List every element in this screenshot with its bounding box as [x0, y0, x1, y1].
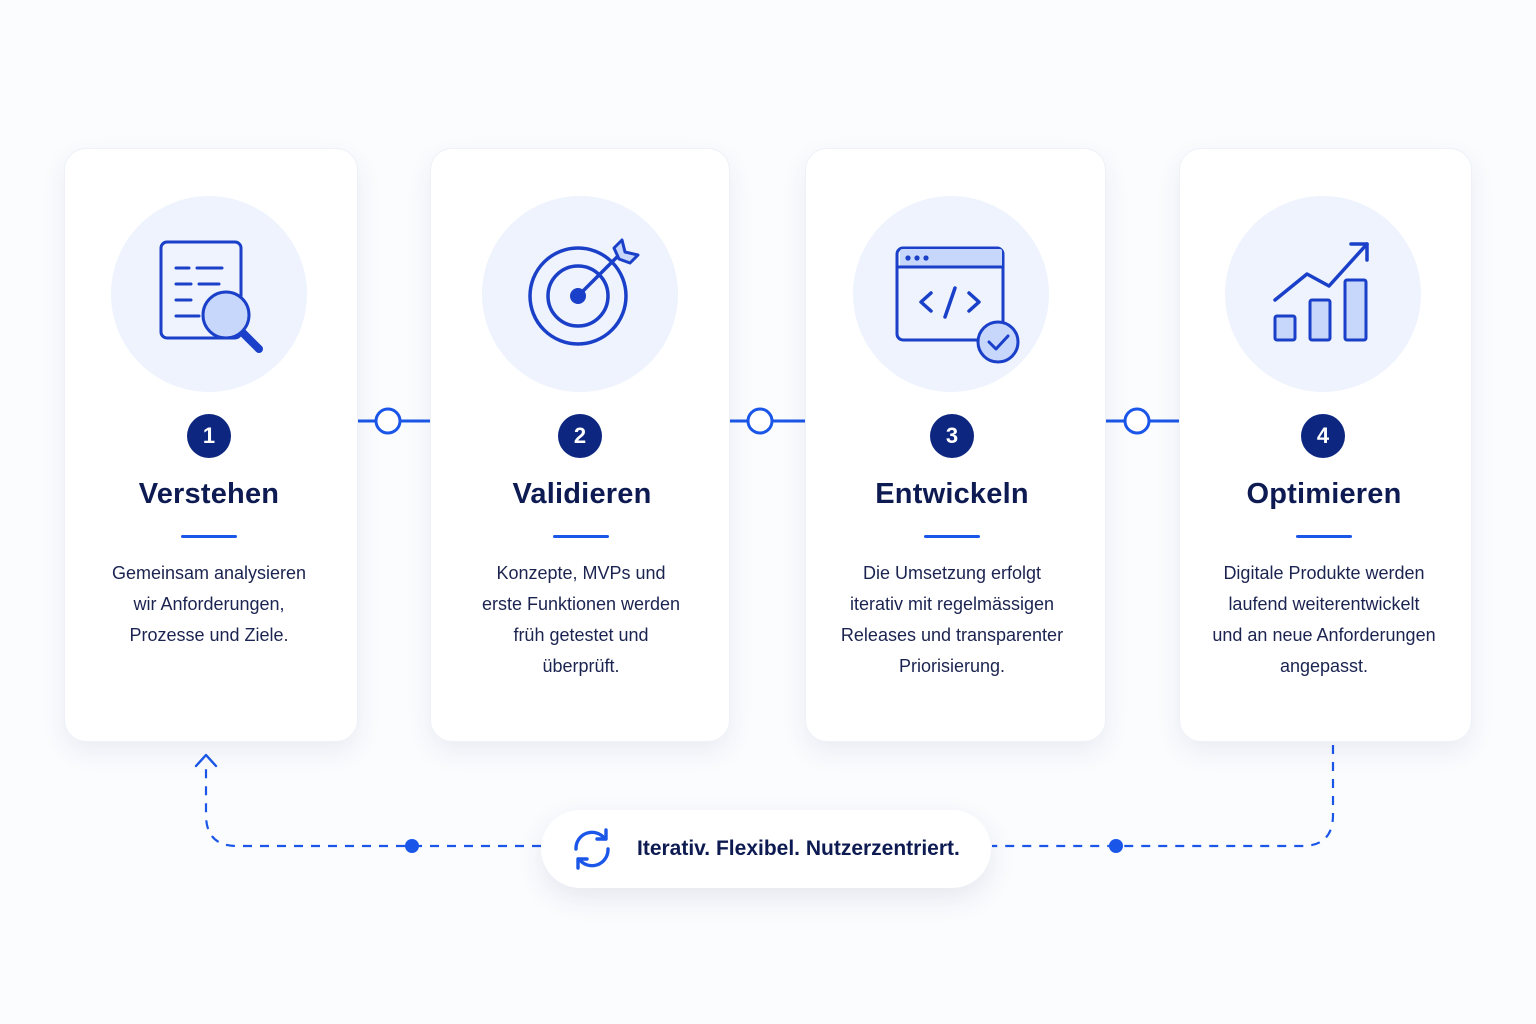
step-number: 2 — [558, 414, 602, 458]
step-description: Digitale Produkte werden laufend weitere… — [1184, 558, 1464, 682]
description-line: iterativ mit regelmässigen — [849, 594, 1055, 614]
step-description: Konzepte, MVPs und erste Funktionen werd… — [441, 558, 721, 682]
document-search-icon — [159, 240, 263, 353]
refresh-cycle-icon — [574, 828, 610, 870]
title-underline — [1296, 535, 1352, 538]
growth-chart-icon — [1273, 242, 1369, 342]
title-underline — [924, 535, 980, 538]
description-line: Releases und transparenter — [840, 625, 1064, 645]
step-number: 3 — [930, 414, 974, 458]
feedback-loop-line — [204, 745, 1335, 848]
description-line: Die Umsetzung erfolgt — [862, 563, 1042, 583]
description-line: Digitale Produkte werden — [1223, 563, 1425, 583]
step-icon-circle — [111, 196, 307, 392]
step-title: Entwickeln — [875, 478, 1029, 510]
description-line: Prozesse und Ziele. — [129, 625, 289, 645]
step-icon-circle — [1225, 196, 1421, 392]
title-underline — [553, 535, 609, 538]
description-line: wir Anforderungen, — [133, 594, 285, 614]
description-line: Gemeinsam analysieren — [111, 563, 307, 583]
step-number: 1 — [187, 414, 231, 458]
timeline-node — [374, 407, 1151, 435]
code-window-check-icon — [895, 246, 1020, 364]
arrow-up-icon — [194, 753, 218, 768]
step-title: Verstehen — [138, 478, 280, 510]
step-title: Optimieren — [1246, 478, 1402, 510]
description-line: und an neue Anforderungen — [1212, 625, 1436, 645]
feedback-loop-dot — [405, 839, 1123, 853]
step-number: 4 — [1301, 414, 1345, 458]
description-line: Priorisierung. — [898, 656, 1006, 676]
step-icon-circle — [482, 196, 678, 392]
step-icon-circle — [853, 196, 1049, 392]
step-title: Validieren — [512, 478, 652, 510]
description-line: angepasst. — [1279, 656, 1369, 676]
iteration-label: Iterativ. Flexibel. Nutzerzentriert. — [637, 837, 960, 860]
description-line: Konzepte, MVPs und — [496, 563, 666, 583]
description-line: erste Funktionen werden — [481, 594, 681, 614]
target-arrow-icon — [528, 238, 640, 346]
step-description: Die Umsetzung erfolgt iterativ mit regel… — [812, 558, 1092, 682]
description-line: überprüft. — [542, 656, 620, 676]
step-description: Gemeinsam analysieren wir Anforderungen,… — [69, 558, 349, 651]
description-line: früh getestet und — [513, 625, 649, 645]
description-line: laufend weiterentwickelt — [1228, 594, 1420, 614]
title-underline — [181, 535, 237, 538]
iteration-badge: Iterativ. Flexibel. Nutzerzentriert. — [541, 810, 991, 888]
